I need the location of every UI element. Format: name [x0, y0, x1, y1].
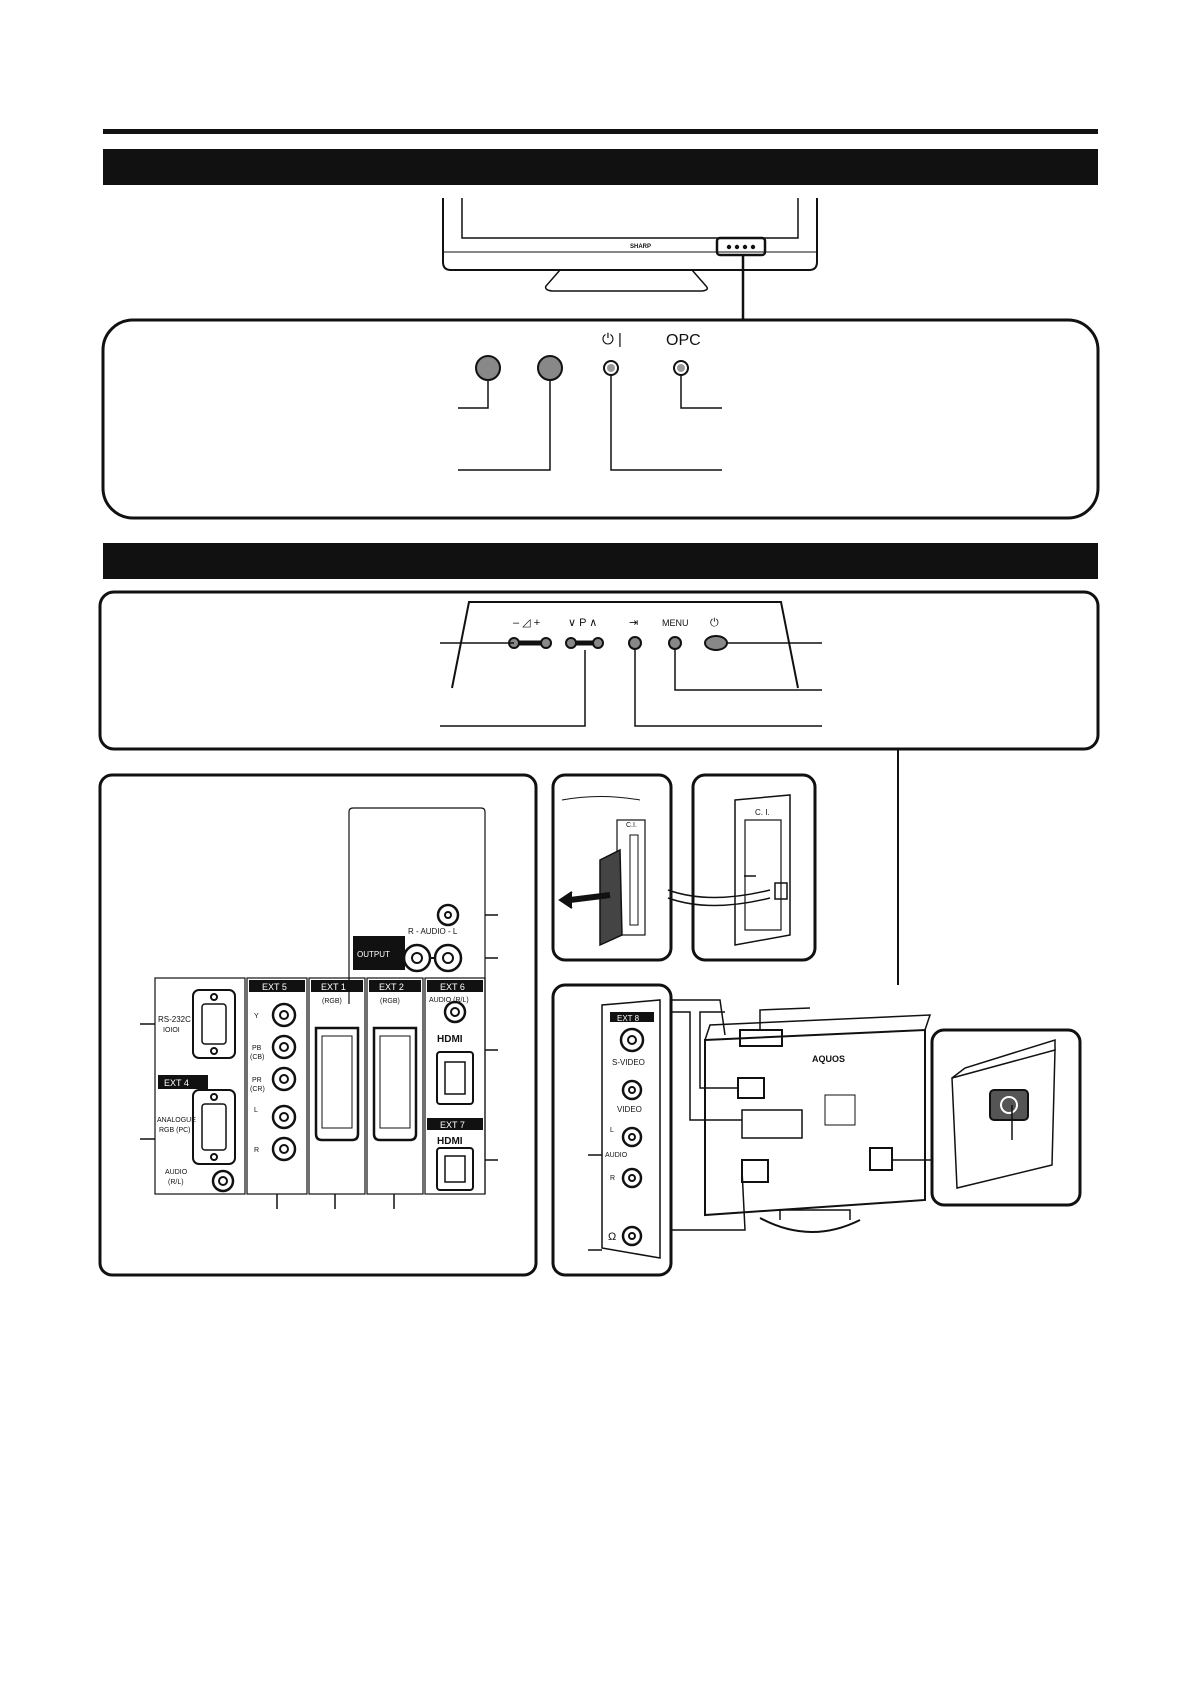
input-symbol: ⇥: [629, 617, 638, 629]
front-control-button-1: [475, 355, 501, 381]
ext6-label: EXT 6: [440, 982, 465, 992]
hdmi-logo-ext6: HDMI: [437, 1034, 463, 1045]
volume-label: – ◿ +: [513, 617, 540, 629]
cb-label: (CB): [250, 1054, 264, 1061]
headphone-icon: Ω: [608, 1231, 616, 1243]
audio-rl-label: (R/L): [168, 1179, 184, 1186]
ext8-r-label: R: [610, 1175, 615, 1182]
channel-label: ∨ P ∧: [568, 617, 597, 629]
rs232c-sub-label: IOIOI: [163, 1027, 180, 1034]
top-rule: [103, 129, 1098, 134]
tv-rear-view: [704, 1014, 932, 1233]
ac-inlet-icon: [989, 1089, 1029, 1121]
ext5-label: EXT 5: [262, 982, 287, 992]
analogue-rgb-pc-label: RGB (PC): [159, 1127, 191, 1134]
front-brand-logo: SHARP: [630, 244, 651, 250]
video-label: VIDEO: [617, 1105, 642, 1114]
ci-label-right: C. I.: [755, 808, 770, 817]
ext4-label: EXT 4: [164, 1078, 189, 1088]
output-label: OUTPUT: [357, 950, 390, 959]
ext1-rgb-label: (RGB): [322, 998, 342, 1005]
input-button-icon: [628, 636, 642, 650]
front-power-label: ⏻ |: [602, 331, 622, 348]
front-control-button-2: [537, 355, 563, 381]
y-label: Y: [254, 1013, 259, 1020]
audio-label: AUDIO: [165, 1169, 188, 1176]
ext8-label: EXT 8: [617, 1014, 640, 1023]
ext8-l-label: L: [610, 1127, 614, 1134]
ci-label-left: C.I.: [626, 822, 637, 829]
audio-l-label: L: [254, 1107, 258, 1114]
hdmi-logo-ext7: HDMI: [437, 1136, 463, 1147]
ext1-label: EXT 1: [321, 982, 346, 992]
analogue-label: ANALOGUE: [157, 1117, 196, 1124]
rear-brand-logo: AQUOS: [812, 1054, 845, 1064]
audio-r-label: R: [254, 1147, 259, 1154]
pr-label: PR: [252, 1077, 262, 1084]
section-header-bar-front: [103, 149, 1098, 185]
menu-label: MENU: [662, 618, 689, 628]
ext6-audio-label: AUDIO (R/L): [429, 997, 469, 1004]
audio-rl-header: R - AUDIO - L: [408, 927, 458, 936]
front-opc-label: OPC: [666, 332, 701, 349]
menu-button-icon: [668, 636, 682, 650]
ext2-rgb-label: (RGB): [380, 998, 400, 1005]
section-header-bar-side: [103, 543, 1098, 579]
pb-label: PB: [252, 1045, 262, 1052]
cr-label: (CR): [250, 1086, 265, 1093]
rs232c-label: RS-232C: [158, 1015, 191, 1024]
ext2-label: EXT 2: [379, 982, 404, 992]
ext7-label: EXT 7: [440, 1120, 465, 1130]
power-button-icon: [704, 635, 728, 651]
side-power-symbol: ⏻: [710, 617, 719, 629]
s-video-label: S-VIDEO: [612, 1058, 645, 1067]
ext8-audio-label: AUDIO: [605, 1152, 628, 1159]
tv-front-view: [442, 198, 818, 320]
